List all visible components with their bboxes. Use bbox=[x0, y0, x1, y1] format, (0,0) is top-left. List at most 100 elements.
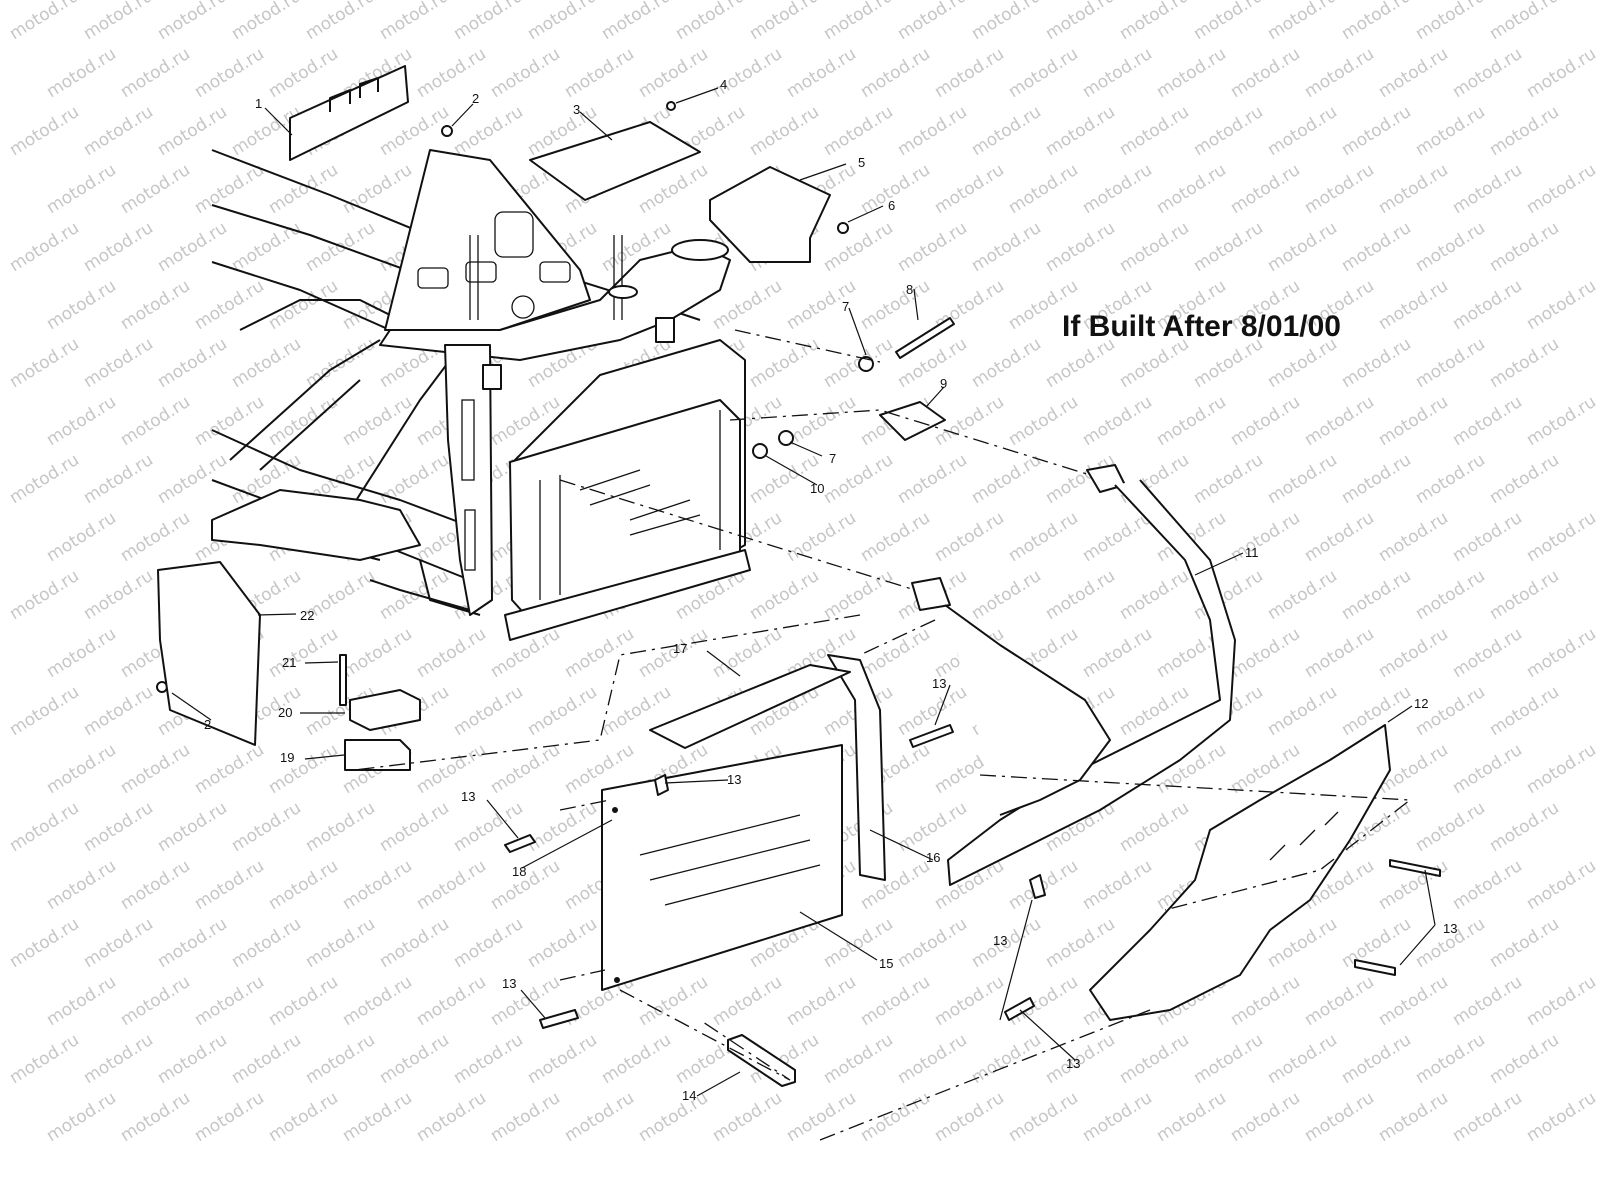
watermark-text: motod.ru bbox=[43, 392, 120, 450]
leader-lines bbox=[171, 87, 1436, 1097]
watermark-text: motod.ru bbox=[117, 276, 194, 334]
watermark-text: motod.ru bbox=[1042, 566, 1119, 624]
watermark-text: motod.ru bbox=[598, 1030, 675, 1088]
watermark-text: motod.ru bbox=[857, 44, 934, 102]
watermark-text: motod.ru bbox=[43, 1088, 120, 1146]
label-13f: 13 bbox=[502, 976, 516, 991]
watermark-text: motod.ru bbox=[1375, 160, 1452, 218]
watermark-text: motod.ru bbox=[1523, 276, 1600, 334]
watermark-text: motod.ru bbox=[524, 0, 601, 44]
watermark-text: motod.ru bbox=[1116, 102, 1193, 160]
watermark-text: motod.ru bbox=[1486, 1030, 1563, 1088]
watermark-text: motod.ru bbox=[1375, 1088, 1452, 1146]
watermark-text: motod.ru bbox=[1338, 450, 1415, 508]
watermark-text: motod.ru bbox=[1523, 856, 1600, 914]
watermark-text: motod.ru bbox=[894, 450, 971, 508]
watermark-text: motod.ru bbox=[1264, 0, 1341, 44]
watermark-text: motod.ru bbox=[1042, 0, 1119, 44]
label-2a: 2 bbox=[472, 91, 479, 106]
watermark-text: motod.ru bbox=[820, 102, 897, 160]
watermark-text: motod.ru bbox=[857, 624, 934, 682]
watermark-text: motod.ru bbox=[1301, 160, 1378, 218]
watermark-text: motod.ru bbox=[1079, 624, 1156, 682]
watermark-text: motod.ru bbox=[450, 914, 527, 972]
watermark-text: motod.ru bbox=[1079, 44, 1156, 102]
watermark-text: motod.ru bbox=[857, 972, 934, 1030]
part-15-shield bbox=[601, 744, 843, 991]
label-13c: 13 bbox=[461, 789, 475, 804]
watermark-text: motod.ru bbox=[1264, 1030, 1341, 1088]
watermark-text: motod.ru bbox=[265, 44, 342, 102]
watermark-text: motod.ru bbox=[820, 0, 897, 44]
watermark-text: motod.ru bbox=[265, 392, 342, 450]
watermark-text: motod.ru bbox=[783, 392, 860, 450]
watermark-text: motod.ru bbox=[228, 334, 305, 392]
part-2-plug bbox=[441, 125, 453, 137]
watermark-text: motod.ru bbox=[1264, 682, 1341, 740]
watermark-text: motod.ru bbox=[1042, 914, 1119, 972]
part-10-nut bbox=[752, 443, 768, 459]
watermark-text: motod.ru bbox=[931, 972, 1008, 1030]
part-1-gasket bbox=[289, 65, 409, 161]
part-7b-washer bbox=[778, 430, 794, 446]
watermark-text: motod.ru bbox=[857, 276, 934, 334]
label-5: 5 bbox=[858, 155, 865, 170]
watermark-text: motod.ru bbox=[1116, 0, 1193, 44]
part-9-bushing bbox=[879, 401, 946, 441]
part-12-skid-plate bbox=[1089, 724, 1391, 1021]
watermark-text: motod.ru bbox=[117, 972, 194, 1030]
watermark-text: motod.ru bbox=[1486, 682, 1563, 740]
watermark-text: motod.ru bbox=[6, 334, 83, 392]
watermark-text: motod.ru bbox=[1079, 856, 1156, 914]
watermark-text: motod.ru bbox=[117, 1088, 194, 1146]
watermark-text: motod.ru bbox=[80, 798, 157, 856]
watermark-text: motod.ru bbox=[783, 972, 860, 1030]
watermark-text: motod.ru bbox=[1301, 1088, 1378, 1146]
watermark-text: motod.ru bbox=[154, 0, 231, 44]
watermark-text: motod.ru bbox=[894, 914, 971, 972]
watermark-text: motod.ru bbox=[1079, 1088, 1156, 1146]
watermark-text: motod.ru bbox=[376, 914, 453, 972]
part-7-washer bbox=[858, 356, 874, 372]
watermark-text: motod.ru bbox=[1523, 972, 1600, 1030]
watermark-text: motod.ru bbox=[450, 1030, 527, 1088]
watermark-text: motod.ru bbox=[265, 856, 342, 914]
watermark-text: motod.ru bbox=[265, 972, 342, 1030]
watermark-text: motod.ru bbox=[1412, 566, 1489, 624]
watermark-text: motod.ru bbox=[1412, 1030, 1489, 1088]
watermark-text: motod.ru bbox=[228, 1030, 305, 1088]
part-16-side-panel bbox=[827, 654, 886, 881]
label-21: 21 bbox=[282, 655, 296, 670]
watermark-text: motod.ru bbox=[857, 1088, 934, 1146]
watermark-text: motod.ru bbox=[1412, 0, 1489, 44]
watermark-text: motod.ru bbox=[413, 740, 490, 798]
watermark-text: motod.ru bbox=[117, 392, 194, 450]
label-7b: 7 bbox=[829, 451, 836, 466]
watermark-text: motod.ru bbox=[1227, 508, 1304, 566]
watermark-text: motod.ru bbox=[1227, 1088, 1304, 1146]
watermark-text: motod.ru bbox=[1079, 160, 1156, 218]
label-19: 19 bbox=[280, 750, 294, 765]
watermark-text: motod.ru bbox=[413, 856, 490, 914]
watermark-text: motod.ru bbox=[746, 102, 823, 160]
watermark-text: motod.ru bbox=[709, 1088, 786, 1146]
watermark-text: motod.ru bbox=[1301, 508, 1378, 566]
watermark-text: motod.ru bbox=[1486, 798, 1563, 856]
watermark-text: motod.ru bbox=[1338, 1030, 1415, 1088]
watermark-text: motod.ru bbox=[80, 566, 157, 624]
watermark-text: motod.ru bbox=[1338, 218, 1415, 276]
watermark-text: motod.ru bbox=[265, 624, 342, 682]
label-4: 4 bbox=[720, 77, 727, 92]
watermark-text: motod.ru bbox=[450, 0, 527, 44]
watermark-text: motod.ru bbox=[1338, 102, 1415, 160]
watermark-text: motod.ru bbox=[1449, 1088, 1526, 1146]
label-17: 17 bbox=[673, 641, 687, 656]
watermark-text: motod.ru bbox=[6, 682, 83, 740]
watermark-text: motod.ru bbox=[376, 450, 453, 508]
watermark-text: motod.ru bbox=[339, 392, 416, 450]
label-13b: 13 bbox=[727, 772, 741, 787]
part-13-fasteners bbox=[504, 724, 1441, 1029]
watermark-text: motod.ru bbox=[6, 0, 83, 44]
watermark-text: motod.ru bbox=[1449, 392, 1526, 450]
watermark-text: motod.ru bbox=[228, 914, 305, 972]
